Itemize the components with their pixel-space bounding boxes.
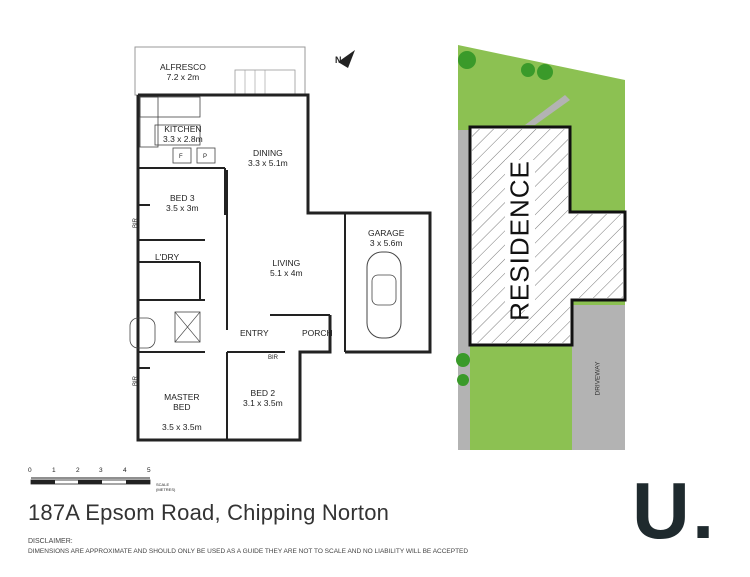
scale-tick: 4 xyxy=(123,467,127,474)
room-name: BED 3 xyxy=(170,193,195,203)
room-name: BED 2 xyxy=(250,388,276,398)
room-name: PORCH xyxy=(302,328,333,338)
room-name: LIVING xyxy=(272,258,301,268)
room-size: 3.3 x 2.8m xyxy=(163,134,203,144)
room-master-bed: MASTER BED 3.5 x 3.5m xyxy=(162,382,202,442)
bir-label: BIR xyxy=(268,355,279,361)
disclaimer-text: DIMENSIONS ARE APPROXIMATE AND SHOULD ON… xyxy=(28,548,469,555)
fridge-label: F xyxy=(179,154,183,160)
room-garage: GARAGE 3 x 5.6m xyxy=(368,228,404,248)
scale-tick: 1 xyxy=(52,467,56,474)
north-arrow-icon: N xyxy=(335,55,342,65)
room-size: 3.3 x 5.1m xyxy=(248,158,288,168)
scale-tick: 2 xyxy=(76,467,80,474)
room-size: 3 x 5.6m xyxy=(369,238,403,248)
disclaimer-heading: DISCLAIMER: xyxy=(28,538,73,545)
scale-tick: 5 xyxy=(147,467,151,474)
scale-tick: 3 xyxy=(99,467,103,474)
scale-bar: 0 1 2 3 4 5 SCALE (METRES) xyxy=(28,467,175,492)
room-kitchen: KITCHEN 3.3 x 2.8m xyxy=(163,124,203,144)
room-size: 7.2 x 2m xyxy=(166,72,200,82)
pantry-label: P xyxy=(203,154,208,160)
logo: U . xyxy=(632,466,722,558)
room-living: LIVING 5.1 x 4m xyxy=(270,258,303,278)
scale-tick: 0 xyxy=(28,467,32,474)
room-size: 3.1 x 3.5m xyxy=(243,398,283,408)
room-name: GARAGE xyxy=(368,228,405,238)
room-size: 3.5 x 3m xyxy=(166,203,199,213)
logo-letter: U xyxy=(632,466,690,555)
room-name: KITCHEN xyxy=(164,124,202,134)
room-laundry: L'DRY xyxy=(155,252,179,262)
room-name: MASTER BED xyxy=(164,392,200,412)
room-name: L'DRY xyxy=(155,252,180,262)
room-bed-3: BED 3 3.5 x 3m xyxy=(166,193,199,213)
room-name: ENTRY xyxy=(240,328,269,338)
room-bed-2: BED 2 3.1 x 3.5m xyxy=(243,388,283,408)
driveway-label: DRIVEWAY xyxy=(594,361,602,396)
property-address: 187A Epsom Road, Chipping Norton xyxy=(28,500,390,525)
room-size: 3.5 x 3.5m xyxy=(162,422,202,432)
logo-dot: . xyxy=(692,466,715,555)
room-name: ALFRESCO xyxy=(160,62,206,72)
bir-label: BIR xyxy=(133,375,140,387)
room-porch: PORCH xyxy=(302,328,333,338)
bir-label: BIR xyxy=(133,217,140,229)
room-dining: DINING 3.3 x 5.1m xyxy=(248,148,288,168)
room-entry: ENTRY xyxy=(240,328,269,338)
room-size: 5.1 x 4m xyxy=(270,268,303,278)
room-name: DINING xyxy=(252,148,283,158)
room-alfresco: ALFRESCO 7.2 x 2m xyxy=(160,62,206,82)
scale-label: SCALE (METRES) xyxy=(156,482,176,492)
residence-label: RESIDENCE xyxy=(504,160,535,321)
